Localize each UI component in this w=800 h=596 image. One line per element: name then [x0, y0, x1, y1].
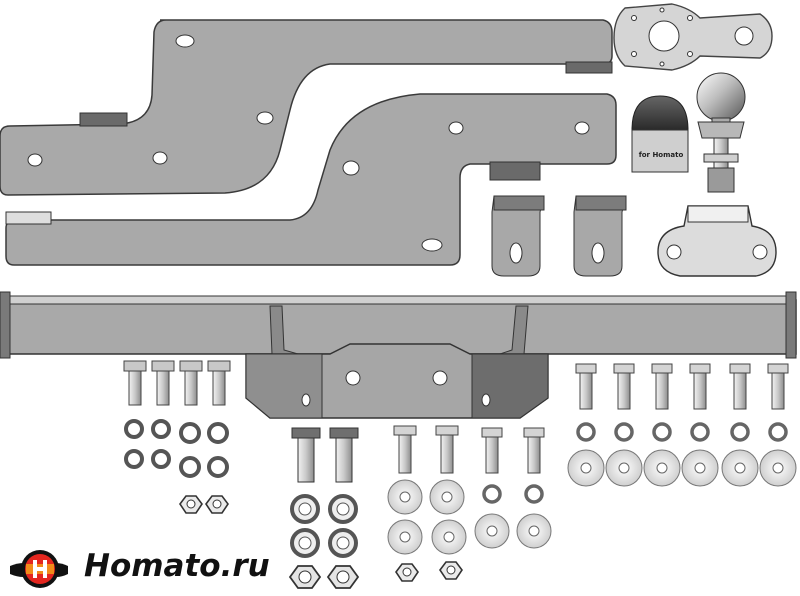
l-bracket-right [573, 195, 627, 277]
nut-group-middle [395, 561, 463, 582]
socket-cover-label: for Homato [638, 151, 684, 159]
bolt-group-right [575, 363, 789, 410]
ball-flange [657, 205, 777, 277]
bolt-group-middle [393, 425, 545, 474]
left-bracket-upper [0, 19, 613, 196]
left-bracket-lower [5, 93, 617, 266]
washer-group-middle [387, 479, 552, 555]
bolt-group-left [123, 360, 231, 406]
socket-plate [613, 3, 773, 71]
homato-logo-emblem [10, 550, 68, 588]
center-mount-plate [245, 343, 549, 419]
nut-group-center-large [288, 565, 360, 589]
washer-group-left [124, 419, 229, 478]
l-bracket-left [491, 195, 545, 277]
nut-group-left [179, 495, 229, 514]
washer-group-right [567, 422, 797, 487]
washer-group-center-large [290, 494, 358, 558]
ball-cover-cap [631, 95, 689, 173]
brand-logo-text: Homato.ru [84, 548, 270, 584]
tow-ball [696, 72, 746, 193]
bolt-group-center-large [291, 427, 359, 483]
